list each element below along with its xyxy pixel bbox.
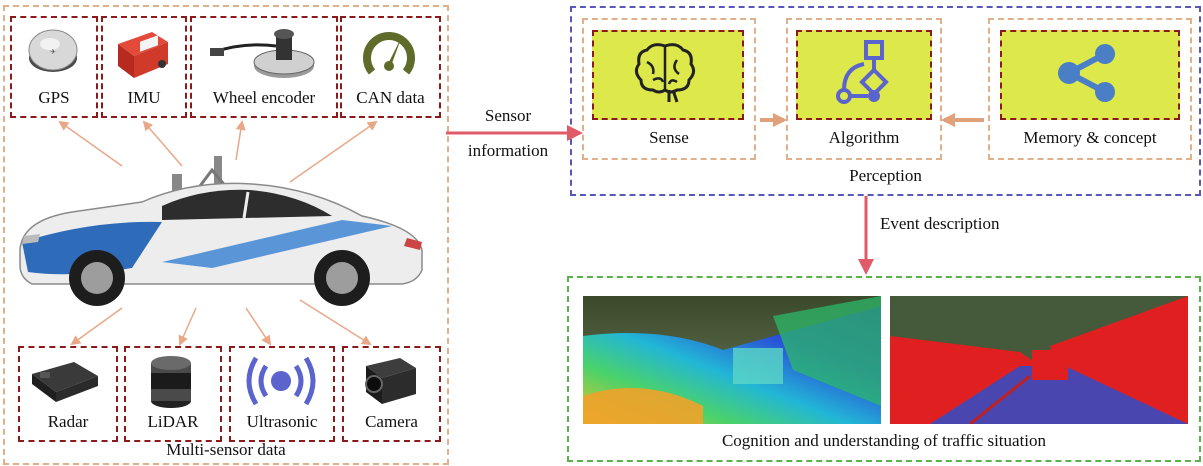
sensor-label-radar: Radar (47, 412, 89, 431)
brain-icon (634, 43, 696, 103)
sensor-label-camera: Camera (365, 412, 418, 431)
arrow-to-gps (58, 120, 123, 167)
sensor-box-camera (342, 346, 441, 442)
sensor-box-imu (101, 16, 187, 118)
gps-receiver-icon: ✈ (28, 29, 78, 72)
multi-sensor-panel (3, 5, 449, 465)
sensor-info-label-line1: Sensor (484, 106, 532, 125)
module-label-sense: Sense (649, 128, 689, 147)
sensor-box-gps (10, 16, 98, 118)
share-icon (1058, 44, 1115, 102)
multi-sensor-title: Multi-sensor data (166, 440, 286, 459)
sense-module (582, 18, 756, 160)
sensor-box-lidar (124, 346, 222, 442)
sensor-label-can-data: CAN data (356, 88, 425, 107)
ultrasonic-waves-icon (246, 356, 316, 406)
memory-module (988, 18, 1192, 160)
sensor-box-ultrasonic (229, 346, 335, 442)
perception-title: Perception (849, 166, 922, 185)
sensor-box-can-data (340, 16, 441, 118)
sensor-box-wheel-encoder (190, 16, 338, 118)
sensor-label-lidar: LiDAR (147, 412, 199, 431)
imu-unit-icon (118, 32, 168, 78)
arrow-to-camera (299, 299, 372, 346)
perception-panel (570, 6, 1201, 196)
cognition-caption: Cognition and understanding of traffic s… (721, 431, 1047, 450)
depth-map-image (583, 296, 881, 424)
arrow-to-radar (70, 307, 123, 346)
radar-unit-icon (32, 362, 98, 402)
camera-unit-icon (365, 358, 416, 404)
event-description-label: Event description (880, 214, 1000, 233)
module-label-memory: Memory & concept (1023, 128, 1157, 147)
arrow-to-lidar (178, 307, 197, 346)
arrow-to-imu (142, 120, 183, 167)
gauge-icon (363, 32, 415, 75)
segmentation-map-image (890, 296, 1188, 424)
sensor-label-gps: GPS (38, 88, 70, 107)
flowchart-icon (836, 40, 889, 104)
arrow-to-can-data (289, 120, 378, 183)
memory-icon-panel (1000, 30, 1180, 120)
sensor-label-ultrasonic: Ultrasonic (246, 412, 318, 431)
algorithm-module (786, 18, 942, 160)
lidar-unit-icon (151, 356, 191, 408)
svg-text:✈: ✈ (50, 48, 56, 56)
sensor-label-wheel-encoder: Wheel encoder (212, 88, 316, 107)
sensor-box-radar (18, 346, 118, 442)
wheel-encoder-icon (210, 29, 315, 78)
sensor-info-label-line2: information (467, 141, 549, 160)
autonomous-car-image (19, 156, 423, 306)
arrow-to-ultrasonic (245, 307, 272, 346)
cognition-panel (567, 276, 1201, 462)
arrow-to-wheel-encoder (235, 120, 246, 161)
sensor-label-imu: IMU (127, 88, 161, 107)
module-label-algorithm: Algorithm (828, 128, 900, 147)
